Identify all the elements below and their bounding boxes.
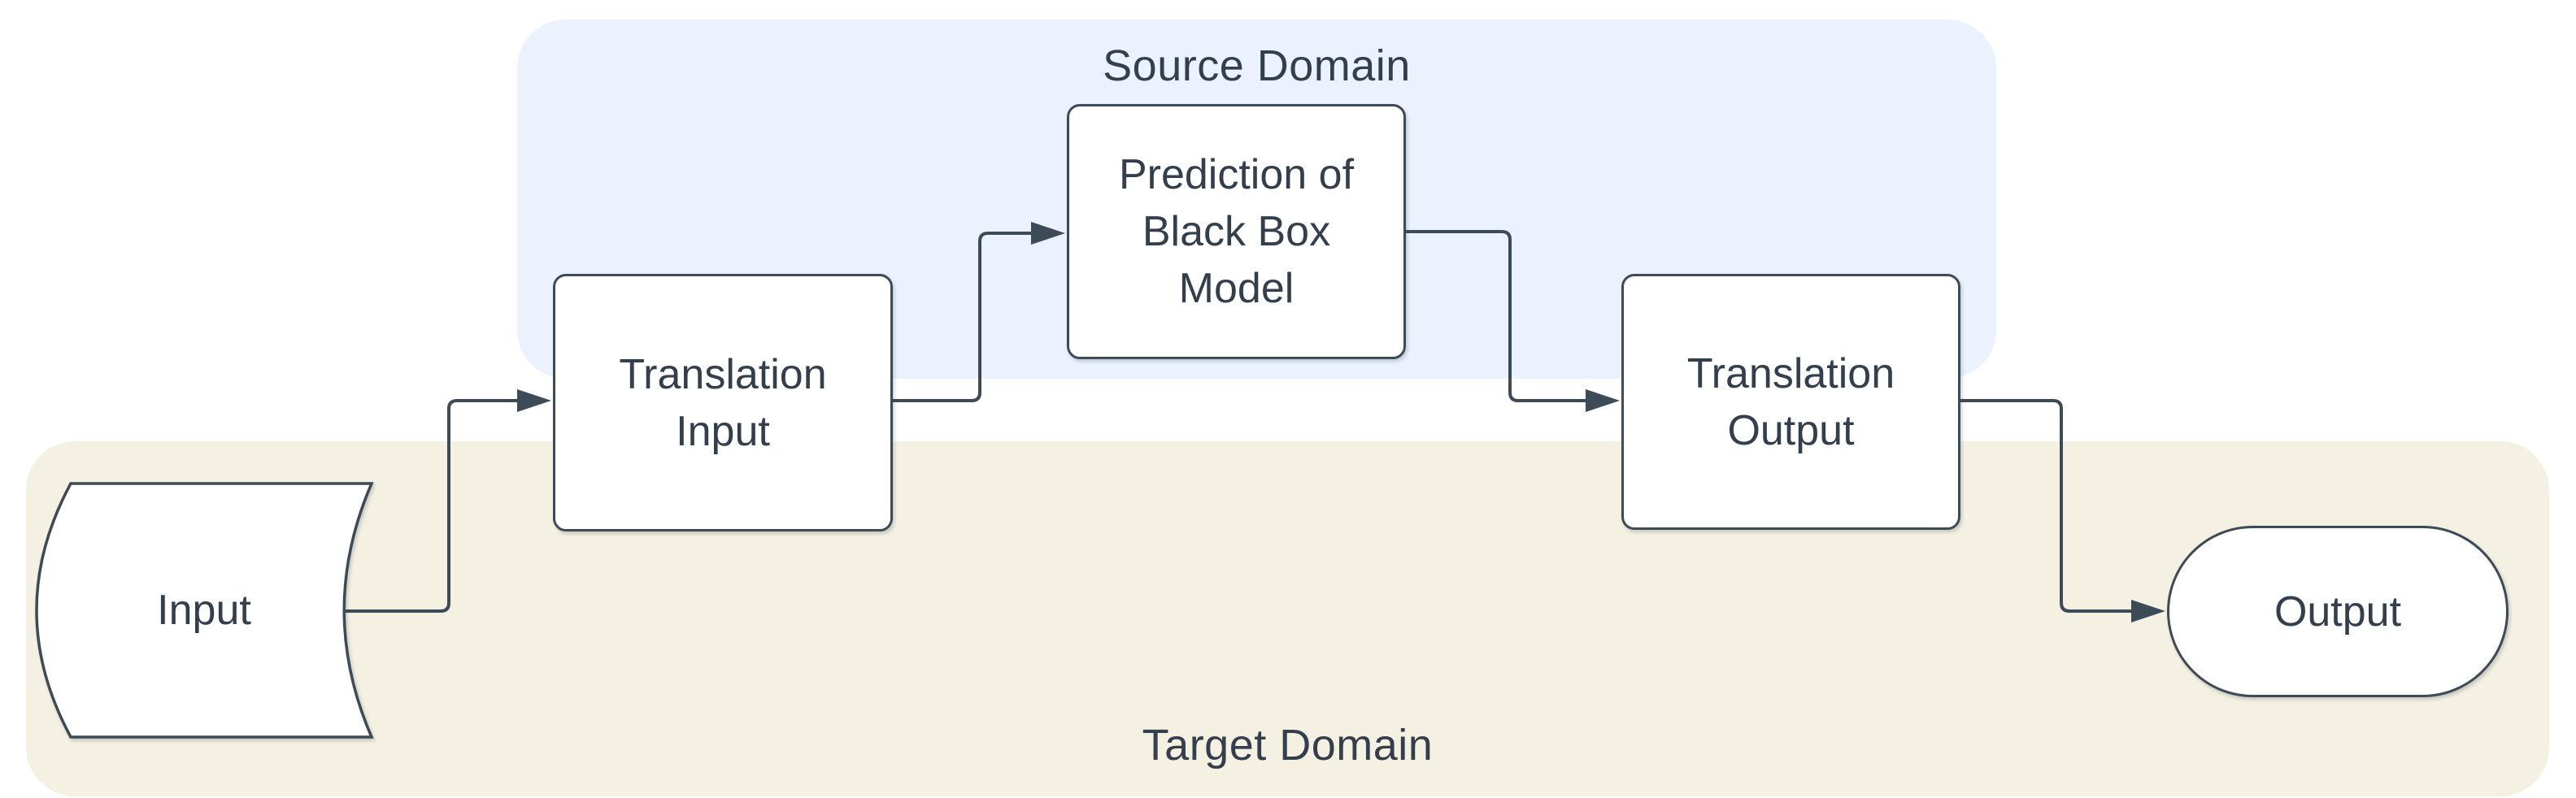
prediction-label: Prediction of Black Box Model xyxy=(1118,151,1355,312)
prediction-node: Prediction of Black Box Model xyxy=(1067,104,1406,359)
translation-input-node: Translation Input xyxy=(553,274,893,531)
translation-output-label: Translation Output xyxy=(1686,349,1895,454)
arrowhead-icon xyxy=(517,389,551,412)
output-node-label: Output xyxy=(2274,588,2402,635)
translation-input-label: Translation Input xyxy=(619,350,827,455)
output-node: Output xyxy=(2167,526,2509,697)
arrowhead-icon xyxy=(1586,389,1620,412)
source-domain-label: Source Domain xyxy=(1103,41,1411,90)
target-domain-label: Target Domain xyxy=(1142,721,1434,770)
translation-output-node: Translation Output xyxy=(1621,274,1960,530)
